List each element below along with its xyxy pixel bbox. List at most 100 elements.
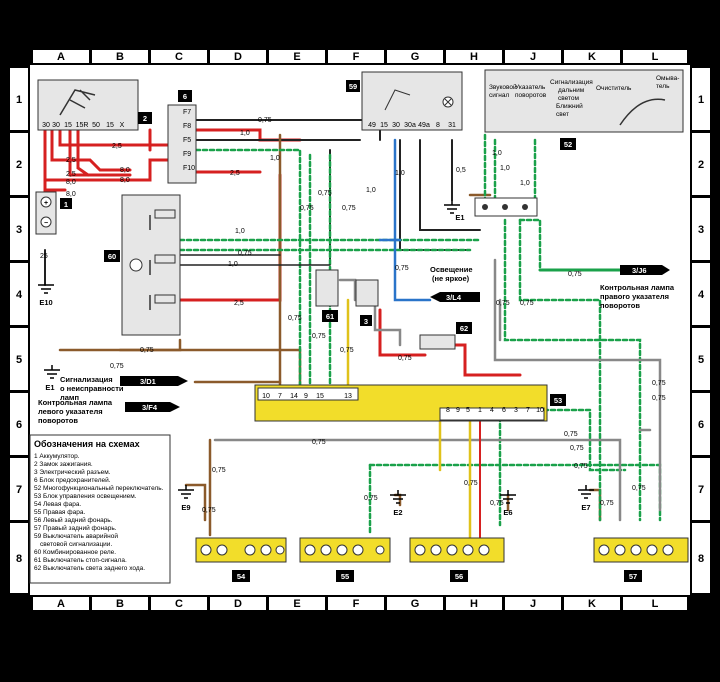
left-headlamp: 54 <box>195 537 287 582</box>
row-label: 6 <box>16 419 22 431</box>
pin-label: 30 <box>42 122 50 129</box>
legend-item: 2 Замок зажигания. <box>34 461 93 468</box>
wire-size: 8,0 <box>120 177 130 184</box>
wire-size: 8,0 <box>120 167 130 174</box>
wire-size: 1,0 <box>492 150 502 157</box>
pin-label: 14 <box>290 393 298 400</box>
pin-label: 50 <box>92 122 100 129</box>
col-label: L <box>652 51 659 63</box>
col-label: F <box>353 51 360 63</box>
electrical-connector: 3 <box>355 279 379 326</box>
row-label: 6 <box>698 419 704 431</box>
switch-section-label: Ближний <box>556 102 583 110</box>
pin-label: 1 <box>478 407 482 414</box>
component-number: 52 <box>564 140 572 149</box>
pin-label: X <box>120 122 125 129</box>
ref-tag: 3/L4 <box>446 293 462 302</box>
connector-block <box>474 197 538 217</box>
pin-label: 15 <box>380 122 388 129</box>
wire-size: 0,75 <box>490 500 504 507</box>
legend-item: 59 Выключатель аварийной <box>34 532 118 540</box>
ground-label: E7 <box>581 503 590 512</box>
legend-item: 6 Блок предохранителей. <box>34 476 111 484</box>
legend-title: Обозначения на схемах <box>34 439 140 449</box>
row-label: 7 <box>16 484 22 496</box>
pin-label: 49 <box>368 122 376 129</box>
col-label: H <box>470 598 478 610</box>
wire-size: 0,75 <box>570 445 584 452</box>
col-label: G <box>411 598 420 610</box>
col-label: L <box>652 598 659 610</box>
ground-symbols: E1 E9 E2 E6 E7 <box>44 365 594 517</box>
wire-size-labels: 2,5 2,5 2,5 8,0 8,0 8,0 8,0 25 0,75 1,0 … <box>40 117 666 514</box>
col-label: C <box>175 51 183 63</box>
component-number: 57 <box>629 572 637 581</box>
row-label: 3 <box>16 224 22 236</box>
col-label: A <box>57 51 65 63</box>
wire-size: 2,5 <box>234 300 244 307</box>
wire-size: 0,75 <box>300 205 314 212</box>
pin-label: 4 <box>490 407 494 414</box>
component-number: 61 <box>326 312 334 321</box>
row-label: 5 <box>698 354 704 366</box>
switch-section-label: тель <box>656 83 670 90</box>
col-label: F <box>353 598 360 610</box>
wire-size: 0,75 <box>342 205 356 212</box>
lighting-control-unit: 53 10 7 14 9 15 13 8 9 5 1 4 6 3 7 10 <box>254 384 566 422</box>
wire-size: 0,75 <box>140 347 154 354</box>
battery: + − 1 E10 <box>35 191 72 307</box>
reference-arrows: 3/D1 3/F4 3/L4 3/J6 <box>120 265 670 412</box>
switch-section-label: сигнал <box>489 92 509 99</box>
fuse-label: F8 <box>183 123 191 130</box>
wire-size: 8,0 <box>66 191 76 198</box>
wire-size: 1,0 <box>270 155 280 162</box>
fuse-block: 6 F7 F8 F5 F9 F10 <box>167 90 197 184</box>
switch-section-label: Очиститель <box>596 85 632 92</box>
legend-box: Обозначения на схемах 1 Аккумулятор. 2 З… <box>29 434 171 584</box>
wire-size: 0,75 <box>340 347 354 354</box>
switch-section-label: дальним <box>558 87 585 94</box>
row-label: 8 <box>698 553 704 565</box>
ignition-switch: 2 30 30 15 15R 50 15 X <box>37 79 152 131</box>
ref-tag: 3/D1 <box>140 377 156 386</box>
wire-size: 1,0 <box>240 130 250 137</box>
legend-item: 62 Выключатель света заднего хода. <box>34 565 145 572</box>
wire-size: 0,75 <box>312 333 326 340</box>
switch-section-label: Указатель <box>515 84 546 91</box>
annotation-text: ламп <box>60 393 79 402</box>
annotation-text: Контрольная лампа <box>600 283 675 292</box>
wire-size: 0,75 <box>496 300 510 307</box>
col-label: G <box>411 51 420 63</box>
pin-label: 6 <box>502 407 506 414</box>
wire-size: 1,0 <box>520 180 530 187</box>
switch-section-label: Звуковой <box>489 83 517 91</box>
svg-text:+: + <box>44 200 48 207</box>
col-label: B <box>116 51 124 63</box>
row-label: 4 <box>16 289 23 301</box>
component-number: 59 <box>349 82 357 91</box>
col-label: K <box>588 598 596 610</box>
pin-label: 49a <box>418 122 430 129</box>
col-label: K <box>588 51 596 63</box>
wire-size: 0,75 <box>464 480 478 487</box>
legend-item: 1 Аккумулятор. <box>34 453 80 460</box>
wire-size: 1,0 <box>228 261 238 268</box>
wire-size: 2,5 <box>66 171 76 178</box>
wire-size: 2,5 <box>230 170 240 177</box>
legend-item: 53 Блок управления освещением. <box>34 493 137 500</box>
row-label: 2 <box>16 159 22 171</box>
component-number: 56 <box>455 572 463 581</box>
wire-size: 0,75 <box>288 315 302 322</box>
pin-label: 15R <box>76 122 89 129</box>
wire-size: 0,75 <box>652 380 666 387</box>
wire-size: 0,75 <box>652 395 666 402</box>
annotation-text: левого указателя <box>38 407 103 416</box>
component-number: 60 <box>108 252 116 261</box>
pin-label: 8 <box>446 407 450 414</box>
row-label: 3 <box>698 224 704 236</box>
annotation-text: (не яркое) <box>432 274 470 283</box>
wire-size: 1,0 <box>235 228 245 235</box>
pin-label: 30a <box>404 122 416 129</box>
